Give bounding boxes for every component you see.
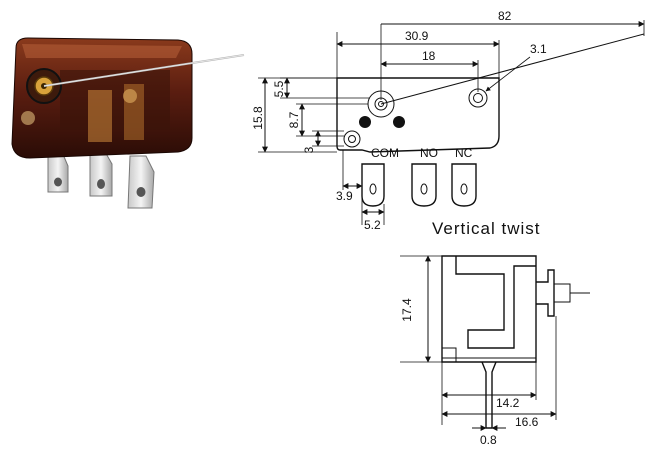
side-view-title: Vertical twist xyxy=(432,219,540,238)
dim-16-6: 16.6 xyxy=(515,415,539,429)
dim-30-9: 30.9 xyxy=(405,29,429,43)
dim-3: 3 xyxy=(302,146,316,153)
terminal-label-no: NO xyxy=(420,146,438,160)
microswitch-photo xyxy=(11,37,245,209)
terminal-label-com: COM xyxy=(371,146,399,160)
dim-3-1: 3.1 xyxy=(530,42,547,56)
dim-5-5: 5.5 xyxy=(272,80,286,97)
dim-0-8: 0.8 xyxy=(480,433,497,447)
photo-terminals xyxy=(47,149,155,209)
dim-15-8: 15.8 xyxy=(251,106,265,130)
dim-82: 82 xyxy=(498,9,512,23)
dim-3-9: 3.9 xyxy=(336,189,353,203)
dim-18: 18 xyxy=(422,49,436,63)
dim-5-2: 5.2 xyxy=(364,218,381,232)
dim-17-4: 17.4 xyxy=(400,298,414,322)
terminal-label-nc: NC xyxy=(455,146,473,160)
side-view: 17.4 14.2 16.6 0.8 xyxy=(400,255,590,447)
dim-8-7: 8.7 xyxy=(287,111,301,128)
dim-14-2: 14.2 xyxy=(496,396,520,410)
front-view: 82 30.9 18 3.1 COM NO NC xyxy=(251,9,645,232)
